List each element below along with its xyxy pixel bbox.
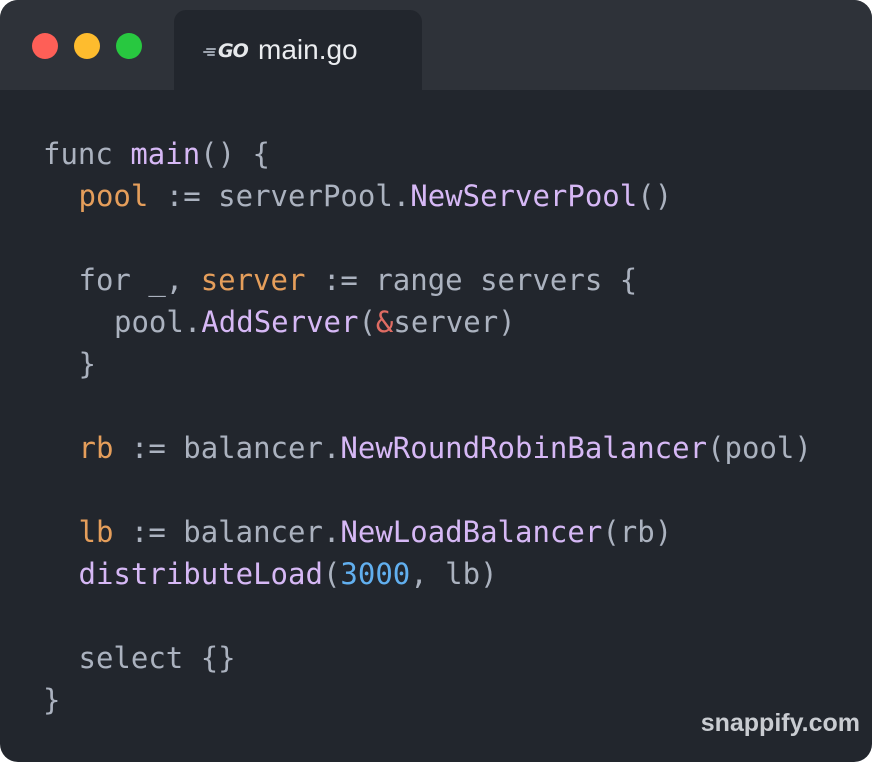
code-line: for _, server := range servers { xyxy=(43,259,812,301)
code-token: server) xyxy=(393,305,516,339)
code-line: } xyxy=(43,679,812,721)
code-token: () { xyxy=(200,137,270,171)
code-token: main xyxy=(130,137,201,171)
code-token: distributeLoad xyxy=(78,557,323,591)
code-token: rb xyxy=(78,431,114,465)
code-token: lb xyxy=(78,515,114,549)
window-titlebar: GO main.go xyxy=(0,0,872,90)
code-line xyxy=(43,385,812,427)
code-token: (rb) xyxy=(602,515,673,549)
code-token: server xyxy=(200,263,306,297)
code-line: lb := balancer.NewLoadBalancer(rb) xyxy=(43,511,812,553)
code-token: ( xyxy=(358,305,376,339)
code-token: := balancer. xyxy=(113,515,341,549)
code-token: NewRoundRobinBalancer xyxy=(340,431,708,465)
code-token: := serverPool. xyxy=(148,179,411,213)
code-token: } xyxy=(43,683,61,717)
code-line: pool.AddServer(&server) xyxy=(43,301,812,343)
code-token: () xyxy=(637,179,673,213)
code-token: func xyxy=(43,137,131,171)
code-line: distributeLoad(3000, lb) xyxy=(43,553,812,595)
code-token: 3000 xyxy=(340,557,411,591)
watermark: snappify.com xyxy=(700,709,860,737)
code-token: , lb) xyxy=(410,557,498,591)
code-token: (pool) xyxy=(707,431,812,465)
code-line: select {} xyxy=(43,637,812,679)
code-token: := range servers { xyxy=(305,263,638,297)
tab-main-go[interactable]: GO main.go xyxy=(174,10,422,90)
code-token: pool xyxy=(78,179,149,213)
minimize-window-button[interactable] xyxy=(74,33,100,59)
code-line xyxy=(43,469,812,511)
code-token: pool. xyxy=(114,305,202,339)
code-token: ( xyxy=(322,557,341,591)
go-logo-icon: GO xyxy=(202,40,249,62)
maximize-window-button[interactable] xyxy=(116,33,142,59)
code-token: select {} xyxy=(78,641,236,675)
code-token: AddServer xyxy=(201,305,359,339)
close-window-button[interactable] xyxy=(32,33,58,59)
code-line: func main() { xyxy=(43,133,812,175)
code-token: NewServerPool xyxy=(410,179,638,213)
code-token: for _, xyxy=(78,263,201,297)
code-editor: func main() {pool := serverPool.NewServe… xyxy=(43,133,812,721)
code-token: NewLoadBalancer xyxy=(340,515,603,549)
code-token: & xyxy=(375,305,394,339)
code-line: } xyxy=(43,343,812,385)
code-token: := balancer. xyxy=(113,431,341,465)
code-line: pool := serverPool.NewServerPool() xyxy=(43,175,812,217)
tab-title: main.go xyxy=(258,34,358,65)
code-line xyxy=(43,595,812,637)
code-line xyxy=(43,217,812,259)
code-line: rb := balancer.NewRoundRobinBalancer(poo… xyxy=(43,427,812,469)
code-token: } xyxy=(78,347,96,381)
